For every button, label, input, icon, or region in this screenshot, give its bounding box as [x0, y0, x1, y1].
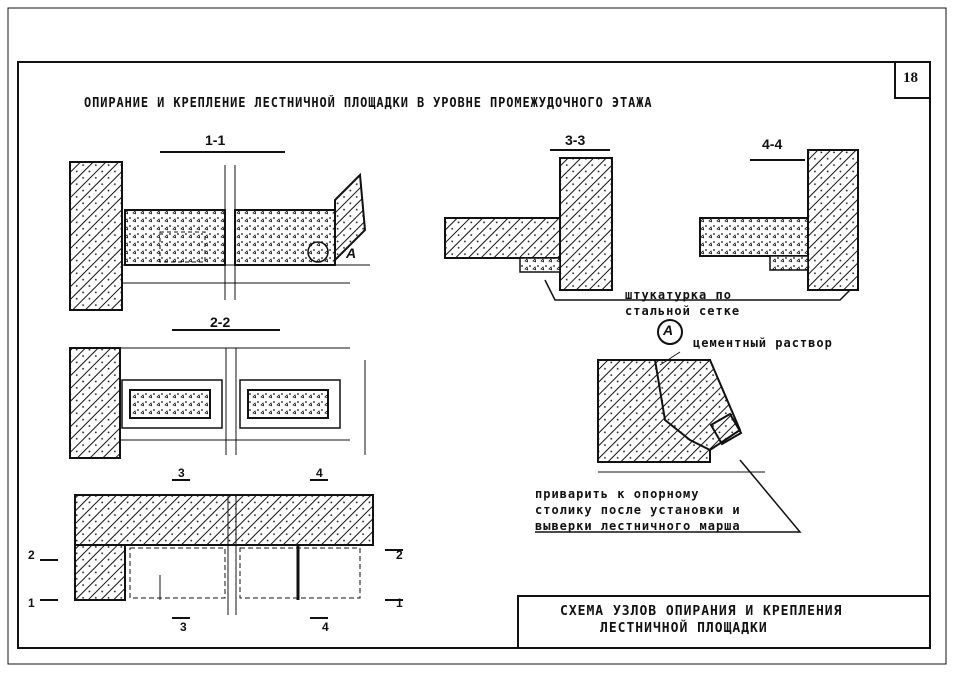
section-label-4-4: 4-4 [762, 136, 783, 152]
sheet-number-box [894, 61, 931, 99]
wall-2-2 [69, 347, 121, 459]
wall-3-3 [559, 157, 613, 291]
wall-1-1 [69, 161, 123, 311]
mark-1-left: 1 [28, 596, 35, 610]
mark-3-top: 3 [178, 466, 185, 480]
drawing-title: ОПИРАНИЕ И КРЕПЛЕНИЕ ЛЕСТНИЧНОЙ ПЛОЩАДКИ… [84, 96, 653, 111]
mark-4-top: 4 [316, 466, 323, 480]
section-label-1-1: 1-1 [205, 132, 226, 148]
sheet-number: 18 [903, 70, 918, 86]
wall-plan [74, 494, 374, 546]
callout-a-circle [657, 319, 683, 345]
wall-4-4 [807, 149, 859, 291]
mark-3-bottom: 3 [180, 620, 187, 634]
detail-a-label: A [663, 322, 674, 338]
mark-1-right: 1 [396, 596, 403, 610]
title-block-line1: СХЕМА УЗЛОВ ОПИРАНИЯ И КРЕПЛЕНИЯ [560, 604, 843, 619]
note-plaster-line1: штукатурка по [625, 288, 732, 302]
mark-4-bottom: 4 [322, 620, 329, 634]
note-weld-line2: столику после установки и [535, 503, 741, 517]
outer-frame [7, 7, 947, 665]
mark-2-left: 2 [28, 548, 35, 562]
section-label-2-2: 2-2 [210, 314, 231, 330]
title-block-line2: ЛЕСТНИЧНОЙ ПЛОЩАДКИ [600, 621, 768, 636]
title-block [517, 595, 931, 649]
note-weld-line1: приварить к опорному [535, 487, 700, 501]
callout-a-label: A [346, 245, 357, 261]
note-weld: приварить к опорному столику после устан… [535, 486, 741, 534]
inner-frame [17, 61, 931, 649]
section-label-3-3: 3-3 [565, 132, 586, 148]
note-weld-line3: выверки лестничного марша [535, 519, 741, 533]
note-plaster: штукатурка по стальной сетке [625, 287, 740, 319]
mark-2-right: 2 [396, 548, 403, 562]
note-plaster-line2: стальной сетке [625, 304, 741, 318]
note-mortar: цементный раствор [693, 336, 833, 350]
title-block-text: СХЕМА УЗЛОВ ОПИРАНИЯ И КРЕПЛЕНИЯ ЛЕСТНИЧ… [560, 603, 842, 637]
